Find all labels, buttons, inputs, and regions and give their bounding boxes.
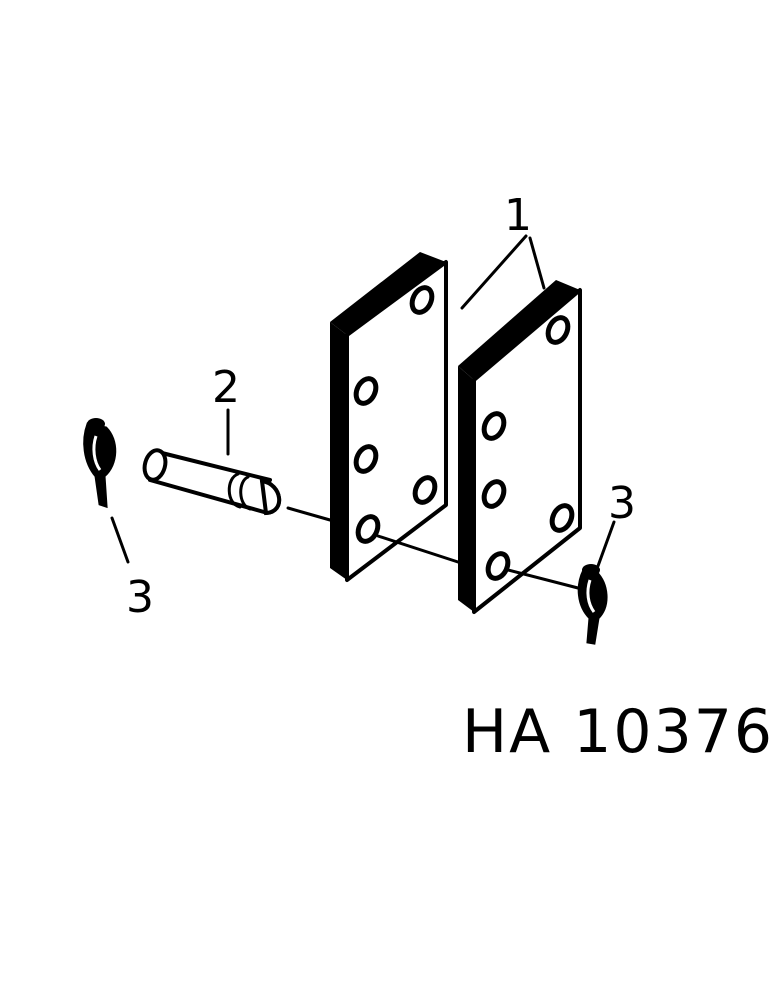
callout-label-plates: 1 — [504, 190, 532, 241]
pin-icon — [142, 448, 282, 516]
callout-label-clip-right: 3 — [608, 478, 636, 529]
mounting-plate-front-icon — [458, 280, 582, 614]
leader-lines — [110, 234, 616, 568]
callout-label-clip-left: 3 — [126, 572, 154, 623]
drawing-reference-code: HA 10376 — [462, 697, 772, 767]
callout-label-pin: 2 — [212, 362, 240, 413]
hair-pin-clip-right-icon — [577, 564, 608, 645]
hair-pin-clip-left-icon — [83, 418, 117, 509]
assembly-lines — [286, 506, 580, 590]
mounting-plate-back-icon — [330, 252, 448, 582]
